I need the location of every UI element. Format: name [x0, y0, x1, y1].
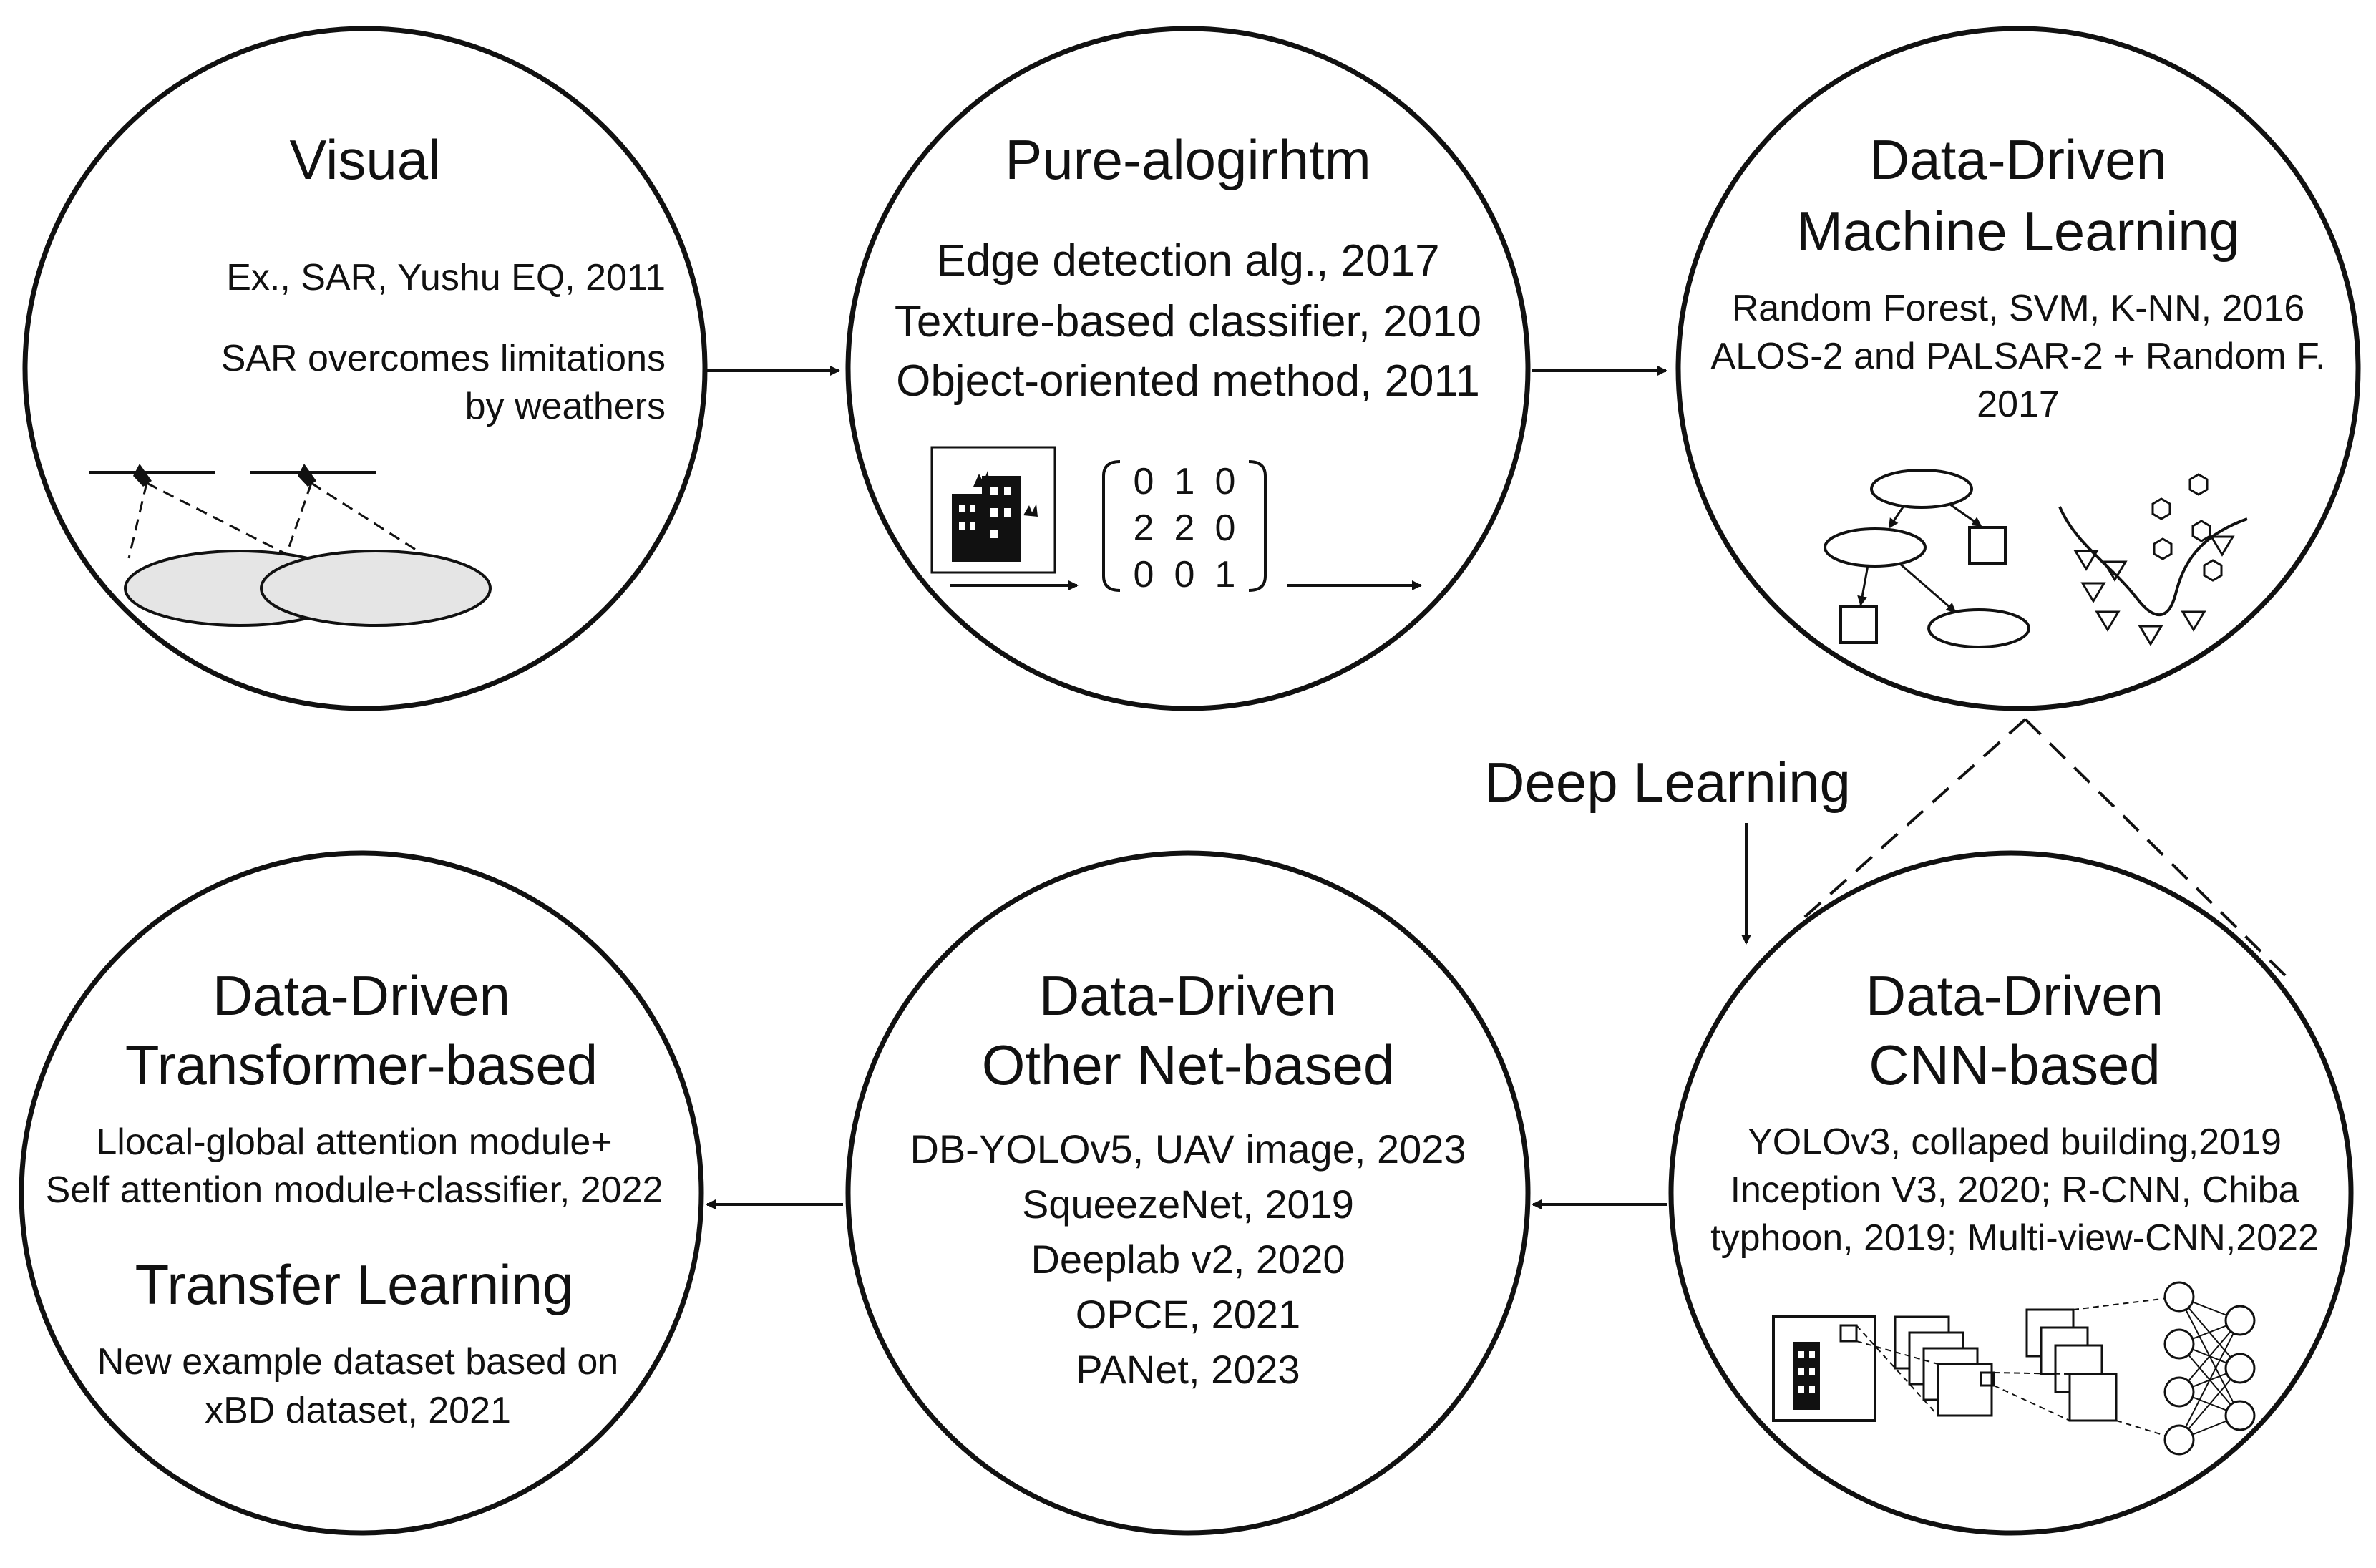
- visual-line-3: by weathers: [465, 386, 666, 427]
- pure-line-2: Texture-based classifier, 2010: [895, 297, 1481, 346]
- matrix-cell: 0: [1134, 461, 1154, 502]
- stage-circle-machine-learning: [1675, 26, 2361, 711]
- pure-line-3: Object-oriented method, 2011: [896, 356, 1480, 406]
- stage-circle-visual: [22, 26, 708, 711]
- matrix-cell: 0: [1134, 554, 1154, 595]
- cnn-title-2: CNN-based: [1869, 1033, 2160, 1096]
- cnn-title-1: Data-Driven: [1866, 964, 2163, 1027]
- cnn-line-1: YOLOv3, collaped building,2019: [1748, 1121, 2282, 1163]
- transformer-line-1: Llocal-global attention module+: [96, 1121, 612, 1163]
- ml-line-2: ALOS-2 and PALSAR-2 + Random F.: [1711, 336, 2326, 377]
- ml-line-1: Random Forest, SVM, K-NN, 2016: [1732, 288, 2305, 329]
- transfer-line-2: xBD dataset, 2021: [205, 1390, 511, 1431]
- visual-line-1: Ex., SAR, Yushu EQ, 2011: [226, 257, 666, 298]
- cnn-line-3: typhoon, 2019; Multi-view-CNN,2022: [1710, 1217, 2319, 1259]
- matrix-cell: 2: [1174, 507, 1195, 549]
- matrix-cell: 1: [1174, 461, 1195, 502]
- visual-title: Visual: [289, 128, 440, 191]
- other-title-2: Other Net-based: [982, 1033, 1395, 1096]
- transfer-line-1: New example dataset based on: [97, 1341, 618, 1383]
- pure-line-1: Edge detection alg., 2017: [936, 236, 1439, 286]
- transformer-line-2: Self attention module+classifier, 2022: [46, 1169, 663, 1211]
- visual-line-2: SAR overcomes limitations: [221, 338, 666, 379]
- pure-title: Pure-alogirhtm: [1005, 128, 1371, 191]
- matrix-cell: 2: [1134, 507, 1154, 549]
- ml-line-3: 2017: [1977, 384, 2060, 425]
- decision-tree-icon: [1824, 469, 2030, 648]
- other-line-3: Deeplab v2, 2020: [1031, 1237, 1345, 1282]
- matrix-cell: 0: [1174, 554, 1195, 595]
- ml-title-1: Data-Driven: [1869, 128, 2167, 191]
- other-line-2: SqueezeNet, 2019: [1022, 1182, 1354, 1227]
- stage-circle-pure-algorithm: [845, 26, 1531, 711]
- transformer-title-2: Transformer-based: [125, 1033, 598, 1096]
- matrix-cell: 0: [1215, 461, 1236, 502]
- cnn-line-2: Inception V3, 2020; R-CNN, Chiba: [1730, 1169, 2299, 1211]
- transformer-title-1: Data-Driven: [213, 964, 510, 1027]
- matrix-cell: 0: [1215, 507, 1236, 549]
- stage-circle-cnn: [1668, 850, 2354, 1536]
- satellite-icon: [89, 464, 492, 627]
- other-title-1: Data-Driven: [1039, 964, 1337, 1027]
- stage-circle-other-net: [845, 850, 1531, 1536]
- cnn-layers-icon: [1772, 1308, 2118, 1422]
- neural-network-icon: [2073, 1281, 2256, 1456]
- building-icon: [930, 446, 1056, 574]
- matrix: 0 1 0 2 2 0 0 0 1: [1102, 460, 1267, 595]
- dashed-cone-left: [1802, 718, 2027, 920]
- deep-learning-label: Deep Learning: [1484, 751, 1851, 814]
- stage-circle-transformer: [19, 850, 704, 1536]
- ml-title-2: Machine Learning: [1796, 200, 2240, 263]
- other-line-1: DB-YOLOv5, UAV image, 2023: [910, 1126, 1466, 1172]
- dashed-cone-right: [2024, 718, 2288, 978]
- other-line-4: OPCE, 2021: [1076, 1292, 1300, 1337]
- other-line-5: PANet, 2023: [1076, 1347, 1300, 1392]
- svm-boundary-icon: [2058, 473, 2248, 646]
- transfer-learning-subtitle: Transfer Learning: [135, 1253, 574, 1316]
- matrix-cell: 1: [1215, 554, 1236, 595]
